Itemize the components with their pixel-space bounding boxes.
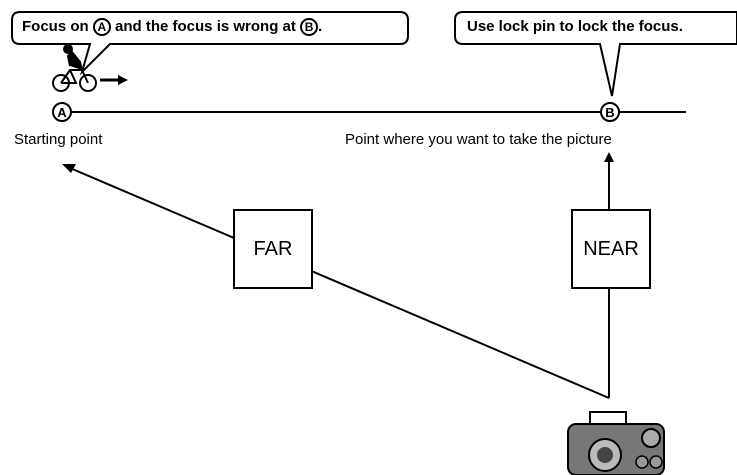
far-box: FAR [233, 209, 313, 289]
target-point-label: Point where you want to take the picture [345, 131, 612, 148]
camera-icon [567, 411, 665, 475]
callout-left-suffix: . [318, 18, 323, 35]
callout-right-text: Use lock pin to lock the focus. [467, 18, 683, 35]
cyclist-icon [52, 44, 97, 92]
far-arrowhead [62, 164, 76, 173]
near-box: NEAR [571, 209, 651, 289]
near-arrowhead [604, 152, 614, 162]
far-arrow-line [69, 167, 610, 399]
callout-left-point-a: A [92, 18, 111, 37]
marker-a: A [52, 102, 72, 122]
motion-arrow-icon [100, 75, 128, 85]
callout-left-point-b: B [300, 18, 319, 37]
callout-left-prefix: Focus on [22, 18, 89, 35]
callout-right-bubble [454, 11, 737, 97]
callout-left-middle: and the focus is wrong at [115, 18, 296, 35]
starting-point-label: Starting point [14, 131, 103, 148]
callout-left-text: Focus on A and the focus is wrong at B. [22, 18, 323, 37]
marker-b: B [600, 102, 620, 122]
